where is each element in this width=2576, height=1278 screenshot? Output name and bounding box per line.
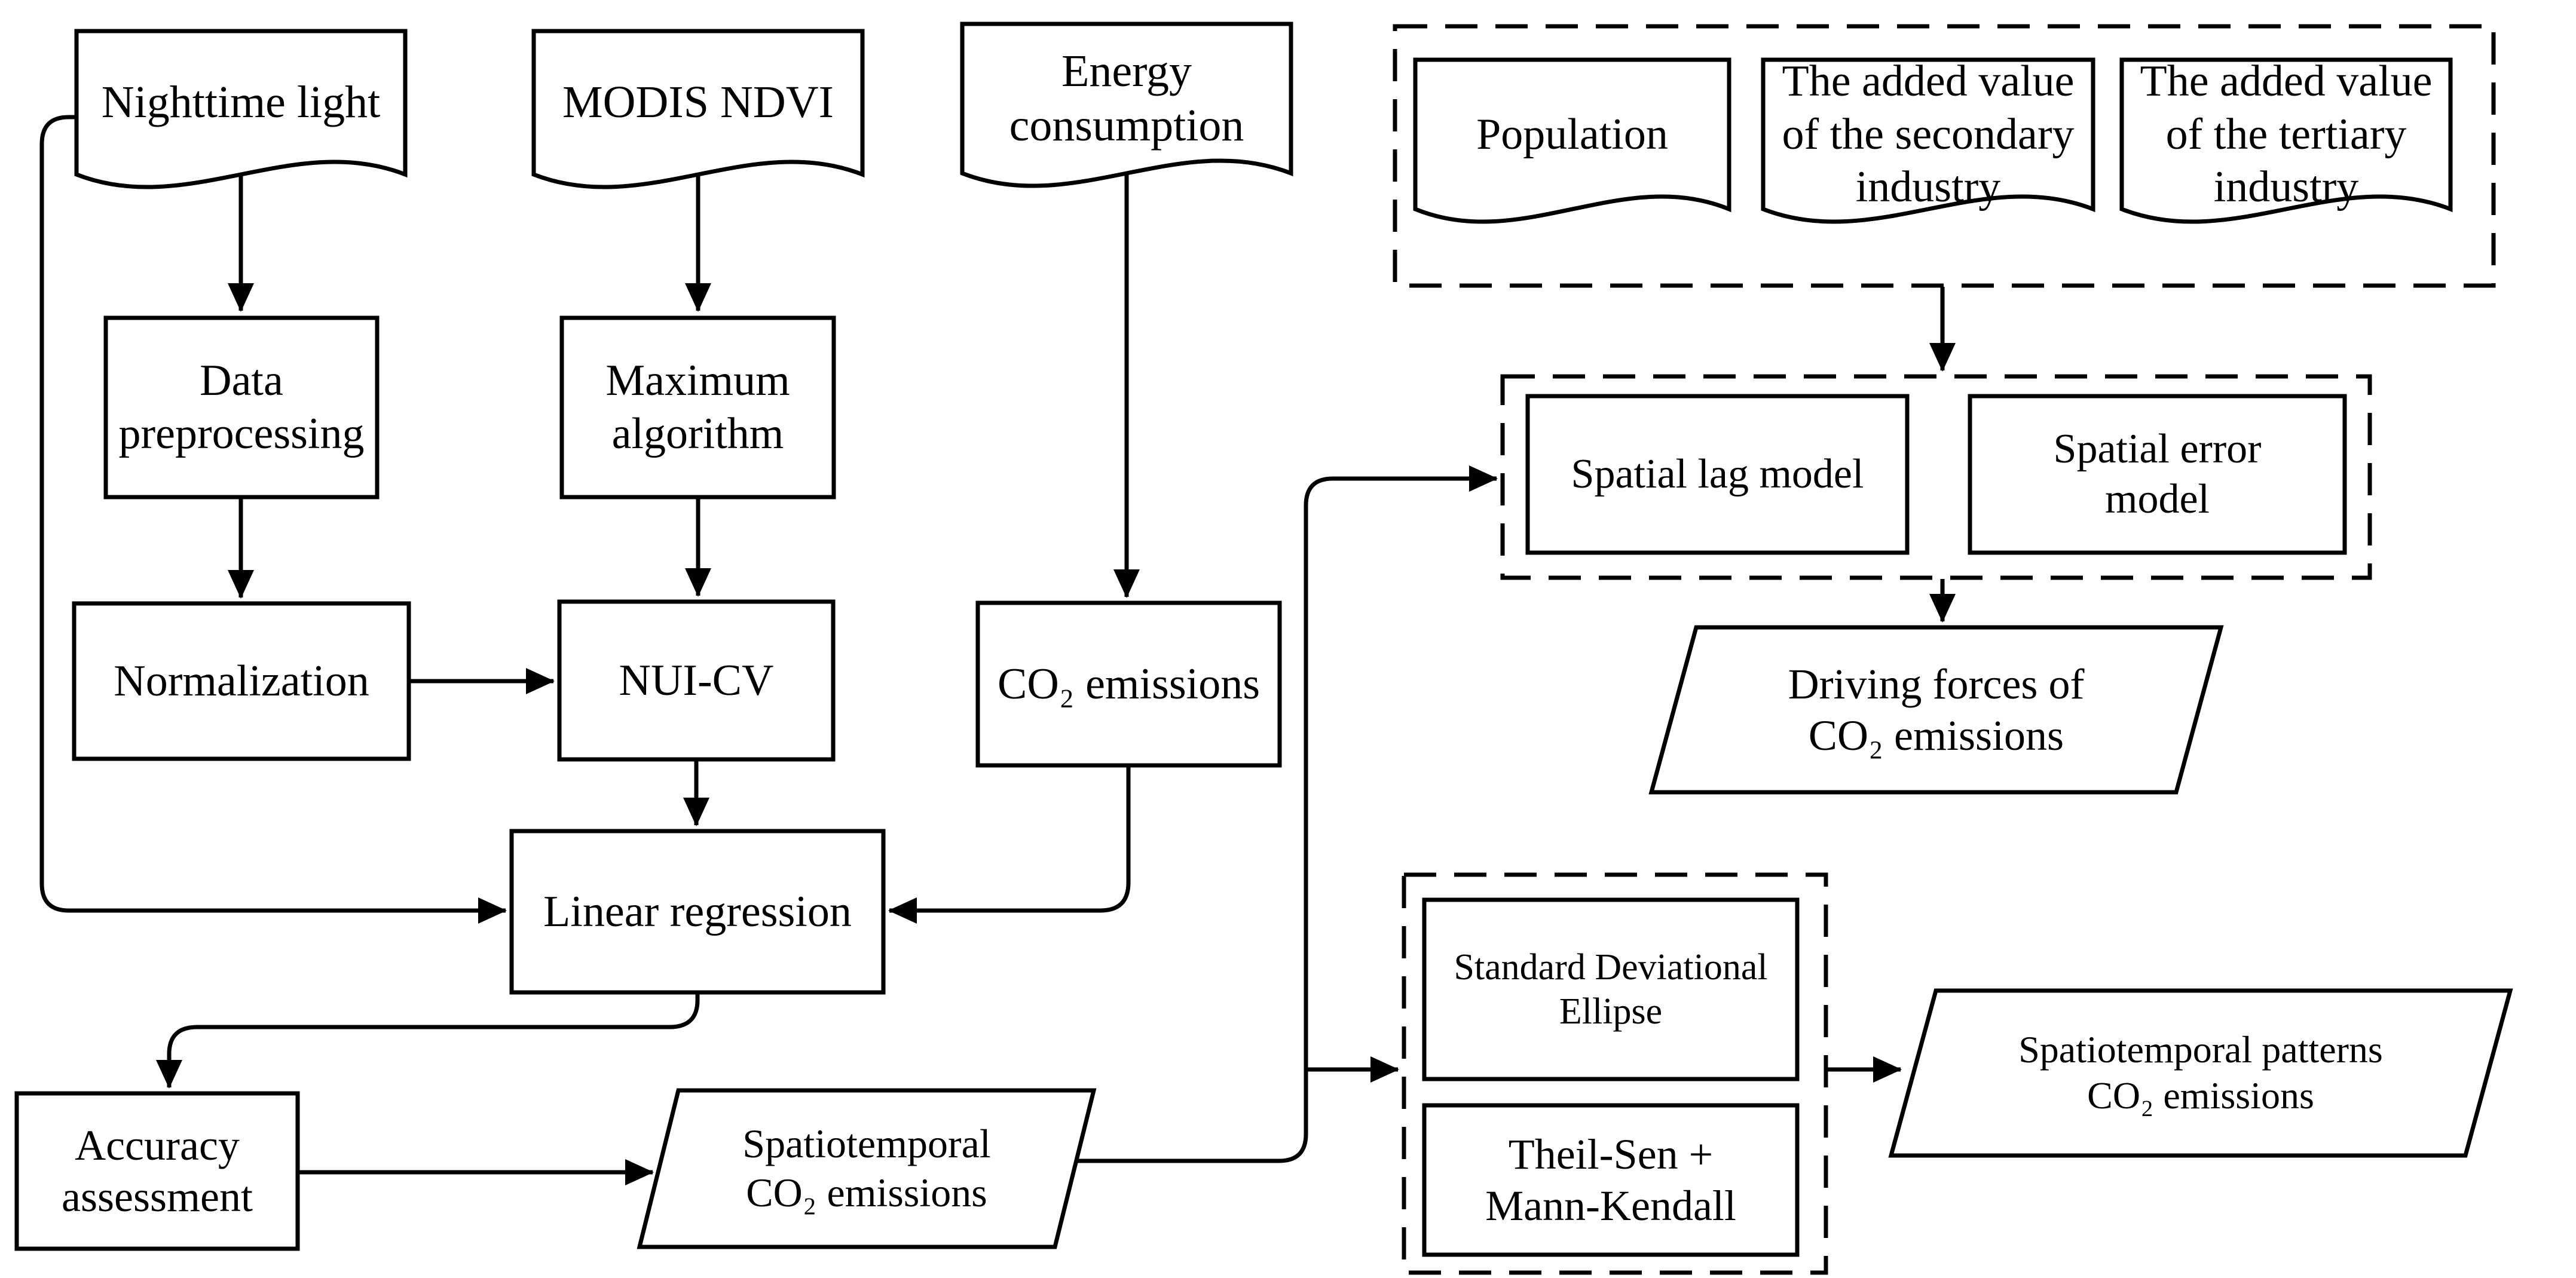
maximum-algorithm-label: Maximum algorithm [605, 356, 790, 458]
population-label: Population [1476, 109, 1668, 159]
theil-sen-mann-kendall-box [1422, 1103, 1800, 1257]
spatiotemporal-patterns-parallelogram [1888, 988, 2513, 1158]
arrow-spatiotemporal-to-spatial-models [1076, 465, 1498, 1163]
theil-sen-mann-kendall-label: Theil-Sen + Mann-Kendall [1485, 1130, 1736, 1230]
data-preprocessing-box [103, 315, 380, 499]
energy-consumption-document-shape [960, 22, 1293, 188]
tertiary-industry-label: The added value of the tertiary industry [2140, 56, 2433, 212]
population-document-shape [1413, 57, 1731, 224]
accuracy-assessment-label: Accuracy assessment [62, 1121, 253, 1221]
maximum-algorithm-box [559, 315, 836, 499]
nui-cv-box [557, 599, 836, 762]
socioeconomic-factors-group-box [1393, 24, 2496, 288]
spatial-error-model-label: Spatial error model [2053, 426, 2262, 522]
spatial-models-group-box [1500, 374, 2372, 580]
spatial-error-model-box [1968, 394, 2347, 555]
driving-forces-label: Driving forces of CO₂ emissions [1788, 660, 2085, 759]
linear-regression-label: Linear regression [543, 887, 852, 936]
normalization-label: Normalization [114, 656, 369, 706]
driving-forces-parallelogram [1648, 625, 2224, 795]
accuracy-assessment-box [14, 1091, 300, 1251]
nighttime-light-label: Nighttime light [101, 77, 381, 128]
secondary-industry-label: The added value of the secondary industr… [1782, 56, 2075, 212]
tertiary-industry-document-shape [2119, 57, 2453, 224]
spatiotemporal-co2-label: Spatiotemporal CO₂ emissions [742, 1121, 991, 1215]
spatiotemporal-co2-parallelogram [637, 1088, 1097, 1249]
energy-consumption-label: Energy consumption [1009, 45, 1244, 151]
standard-deviational-ellipse-box [1422, 897, 1800, 1081]
arrow-nighttime-to-linear-regression [39, 115, 507, 924]
co2-emissions-box [975, 600, 1282, 768]
spatial-lag-model-box [1525, 394, 1910, 555]
data-preprocessing-label: Data preprocessing [118, 356, 365, 458]
spatiotemporal-patterns-label: Spatiotemporal patterns CO₂ emissions [2018, 1028, 2383, 1117]
secondary-industry-document-shape [1761, 57, 2095, 224]
trend-methods-group-box [1402, 872, 1828, 1275]
nighttime-light-document-shape [74, 29, 408, 189]
co2-emissions-label: CO₂ emissions [997, 659, 1260, 709]
arrow-linear-regression-to-accuracy [156, 992, 700, 1089]
arrow-co2-to-linear-regression [888, 765, 1131, 924]
nui-cv-label: NUI-CV [619, 655, 774, 705]
linear-regression-box [509, 829, 886, 995]
modis-ndvi-document-shape [531, 29, 865, 189]
modis-ndvi-label: MODIS NDVI [562, 77, 834, 128]
spatial-lag-model-label: Spatial lag model [1571, 451, 1864, 497]
standard-deviational-ellipse-label: Standard Deviational Ellipse [1454, 946, 1768, 1032]
